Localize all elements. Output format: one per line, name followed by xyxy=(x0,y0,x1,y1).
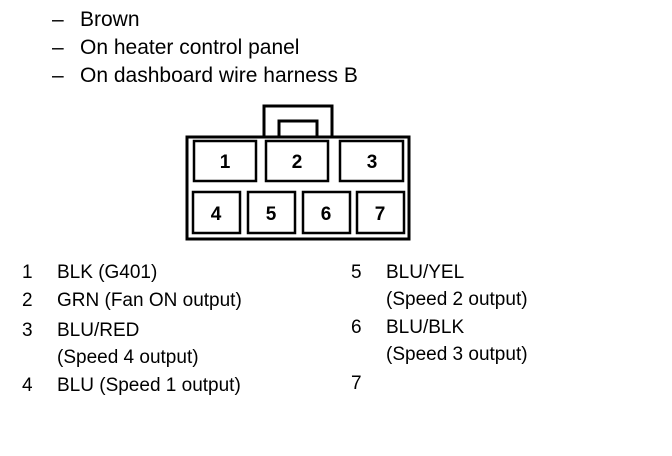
pin-cavity-6 xyxy=(301,190,352,235)
legend-wire-desc: BLK (G401) xyxy=(57,262,158,283)
legend-wire-desc: BLU/BLK xyxy=(386,317,465,338)
pin-number-5: 5 xyxy=(266,204,277,225)
header-line-1: –Brown xyxy=(52,8,140,32)
connector-housing xyxy=(185,135,411,241)
pin-cavity-1 xyxy=(192,139,258,183)
legend-pin-number: 4 xyxy=(22,375,33,396)
dash-bullet: – xyxy=(52,64,64,87)
legend-pin-number: 3 xyxy=(22,320,33,341)
connector-color-text: Brown xyxy=(80,8,140,31)
header-line-3: –On dashboard wire harness B xyxy=(52,64,358,88)
dash-bullet: – xyxy=(52,36,64,59)
pin-cavity-3 xyxy=(338,139,405,183)
legend-wire-desc: GRN (Fan ON output) xyxy=(57,290,242,311)
legend-pin-number: 2 xyxy=(22,290,33,311)
legend-pin-number: 5 xyxy=(351,262,362,283)
connector-location-text: On heater control panel xyxy=(80,36,300,59)
connector-latch-inner xyxy=(277,119,319,137)
legend-pin-number: 7 xyxy=(351,373,362,394)
legend-wire-desc: BLU/YEL xyxy=(386,262,465,283)
pin-cavity-4 xyxy=(191,190,242,235)
dash-bullet: – xyxy=(52,8,64,31)
pin-number-3: 3 xyxy=(367,152,378,173)
header-line-2: –On heater control panel xyxy=(52,36,299,60)
legend-pin-number: 6 xyxy=(351,317,362,338)
pin-number-4: 4 xyxy=(211,204,222,225)
pin-number-7: 7 xyxy=(375,204,386,225)
legend-wire-function: (Speed 3 output) xyxy=(386,344,528,365)
pin-cavity-7 xyxy=(355,190,406,235)
legend-wire-function: (Speed 4 output) xyxy=(57,347,199,368)
legend-pin-number: 1 xyxy=(22,262,33,283)
pin-legend-left: 1 BLK (G401) 2 GRN (Fan ON output) 3 BLU… xyxy=(22,259,322,449)
legend-wire-desc: BLU/RED xyxy=(57,320,140,341)
connector-latch-outer xyxy=(262,104,334,137)
legend-wire-function: (Speed 2 output) xyxy=(386,289,528,310)
pin-cavity-2 xyxy=(264,139,330,183)
pin-number-2: 2 xyxy=(292,152,303,173)
connector-harness-text: On dashboard wire harness B xyxy=(80,64,358,87)
pin-legend-right: 5 BLU/YEL (Speed 2 output) 6 BLU/BLK (Sp… xyxy=(351,259,651,449)
pin-number-1: 1 xyxy=(220,152,231,173)
pin-cavity-5 xyxy=(246,190,297,235)
legend-wire-desc: BLU (Speed 1 output) xyxy=(57,375,241,396)
pin-number-6: 6 xyxy=(321,204,332,225)
